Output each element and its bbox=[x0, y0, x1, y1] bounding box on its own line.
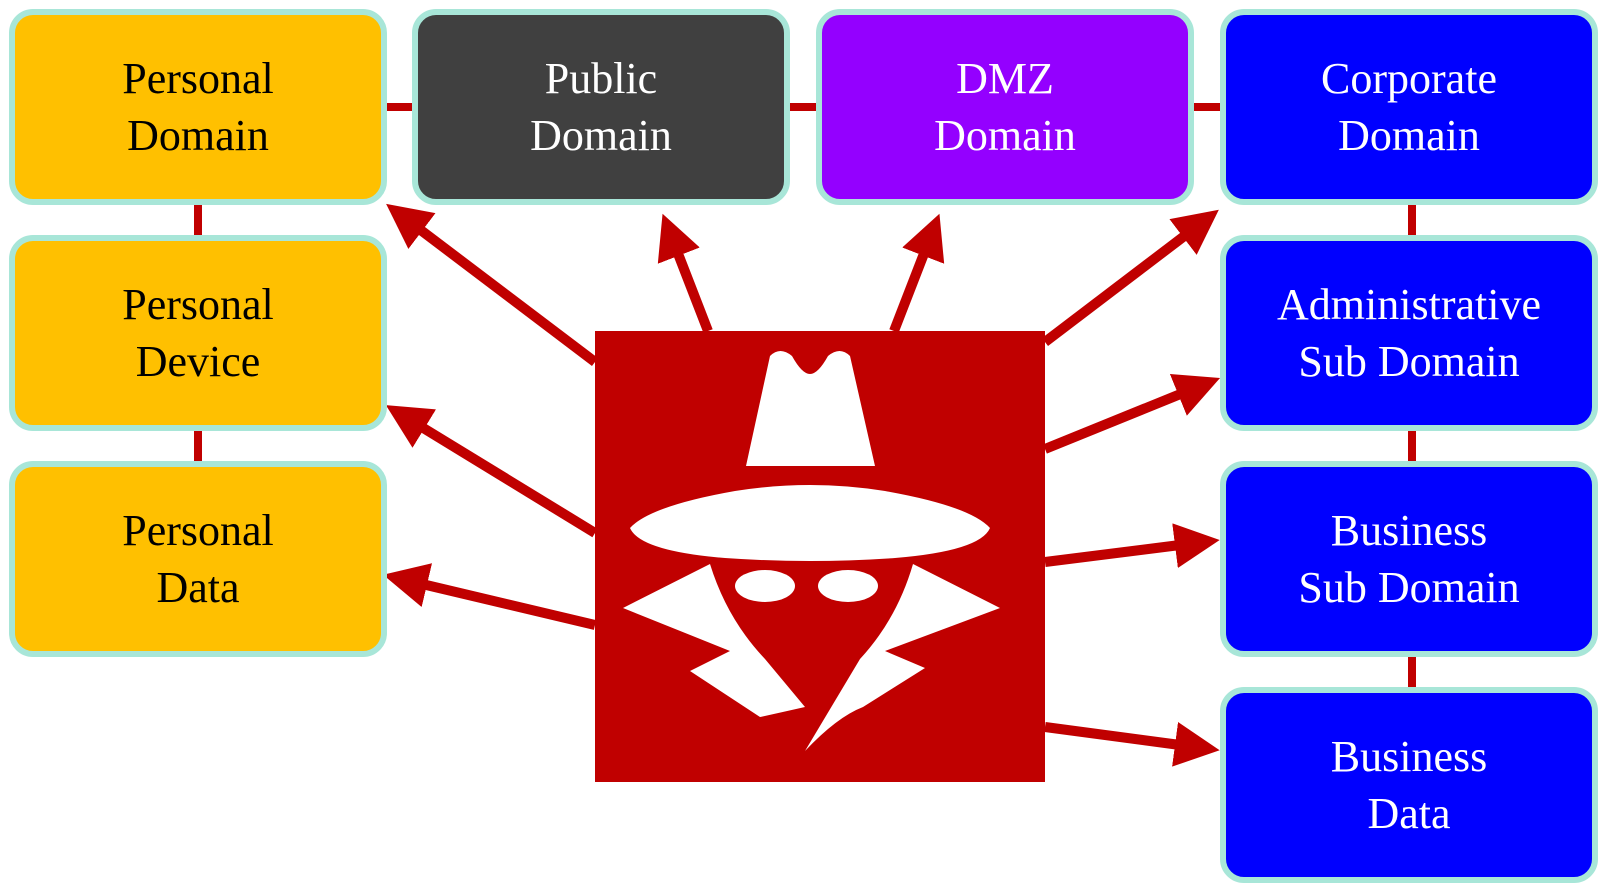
personal-data-line1: Personal bbox=[122, 506, 274, 555]
glasses-right bbox=[818, 570, 878, 602]
arrow-to-personal-domain bbox=[386, 203, 599, 366]
arrow-to-business-sub-domain bbox=[1044, 523, 1220, 568]
connector-corporate-administrative bbox=[1408, 205, 1416, 239]
connector-public-dmz bbox=[785, 103, 821, 111]
public-domain-node: Public Domain bbox=[412, 9, 790, 205]
personal-domain-node: Personal Domain bbox=[9, 9, 387, 205]
attacker-box bbox=[595, 331, 1045, 782]
coat-right bbox=[805, 564, 1000, 751]
connector-personal-device-data bbox=[194, 431, 202, 465]
personal-device-line2: Device bbox=[135, 337, 261, 386]
business-sub-domain-line1: Business bbox=[1330, 506, 1488, 555]
administrative-sub-domain-node: Administrative Sub Domain bbox=[1220, 235, 1598, 431]
personal-domain-line1: Personal bbox=[122, 54, 274, 103]
administrative-sub-domain-line2: Sub Domain bbox=[1298, 337, 1520, 386]
arrow-to-administrative-sub-domain bbox=[1043, 374, 1221, 454]
glasses-left bbox=[735, 570, 795, 602]
arrow-to-corporate-domain bbox=[1041, 209, 1219, 346]
arrow-to-personal-data bbox=[383, 563, 597, 630]
dmz-domain-line1: DMZ bbox=[956, 54, 1054, 103]
business-data-node: Business Data bbox=[1220, 687, 1598, 883]
personal-data-line2: Data bbox=[156, 563, 240, 612]
public-domain-line1: Public bbox=[544, 54, 658, 103]
coat-left bbox=[623, 564, 805, 717]
personal-device-line1: Personal bbox=[122, 280, 274, 329]
public-domain-line2: Domain bbox=[530, 111, 672, 160]
corporate-domain-node: Corporate Domain bbox=[1220, 9, 1598, 205]
corporate-domain-line2: Domain bbox=[1338, 111, 1480, 160]
business-sub-domain-node: Business Sub Domain bbox=[1220, 461, 1598, 657]
connector-business-subdomain-data bbox=[1408, 657, 1416, 691]
administrative-sub-domain-line1: Administrative bbox=[1277, 280, 1541, 329]
business-data-line2: Data bbox=[1367, 789, 1451, 838]
connector-personal-public bbox=[382, 103, 418, 111]
arrow-to-dmz-domain bbox=[889, 213, 945, 333]
connector-personal-domain-device bbox=[194, 205, 202, 239]
spy-hat-icon bbox=[623, 351, 1000, 751]
business-data-line1: Business bbox=[1330, 732, 1488, 781]
arrow-to-personal-device bbox=[385, 405, 598, 538]
dmz-domain-line2: Domain bbox=[934, 111, 1076, 160]
hat-brim bbox=[630, 485, 990, 561]
personal-domain-line2: Domain bbox=[127, 111, 269, 160]
dmz-domain-node: DMZ Domain bbox=[816, 9, 1194, 205]
personal-device-node: Personal Device bbox=[9, 235, 387, 431]
connector-dmz-corporate bbox=[1188, 103, 1224, 111]
personal-data-node: Personal Data bbox=[9, 461, 387, 657]
connector-administrative-business bbox=[1408, 431, 1416, 465]
hat-crown bbox=[746, 351, 875, 466]
arrow-to-public-domain bbox=[657, 213, 713, 333]
business-sub-domain-line2: Sub Domain bbox=[1298, 563, 1520, 612]
corporate-domain-line1: Corporate bbox=[1321, 54, 1497, 103]
arrow-to-business-data bbox=[1044, 722, 1220, 767]
